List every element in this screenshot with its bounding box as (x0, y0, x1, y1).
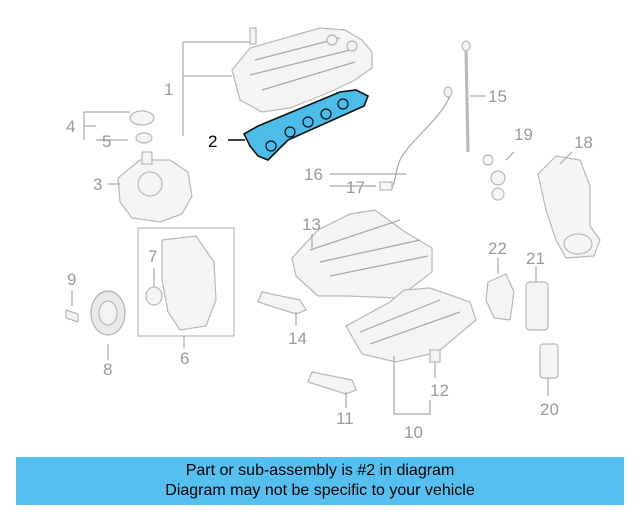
callout-11: 11 (336, 409, 354, 428)
valve-cover-gasket (242, 89, 370, 161)
valve-cover (231, 27, 373, 113)
callout-6: 6 (180, 349, 189, 368)
callout-4: 4 (66, 117, 75, 136)
oil-pan (345, 287, 477, 363)
crankshaft-pulley (65, 290, 126, 336)
oil-filter-housing (482, 154, 601, 259)
callout-13: 13 (302, 215, 321, 234)
cylinder-block (291, 209, 433, 299)
sealant-tubes (257, 291, 357, 395)
callout-7: 7 (148, 247, 157, 266)
callout-17: 17 (346, 178, 365, 197)
callout-2: 2 (208, 132, 217, 151)
callout-3: 3 (93, 175, 102, 194)
callout-14: 14 (288, 329, 307, 348)
front-cover-group (137, 227, 235, 337)
parts-diagram: 1 2 3 4 5 6 7 8 9 10 11 12 13 14 15 16 1… (65, 27, 601, 442)
oil-filler-cap (129, 110, 155, 144)
callout-16: 16 (304, 165, 323, 184)
callout-9: 9 (67, 270, 76, 289)
oil-filters (485, 273, 559, 379)
drain-plug (429, 349, 441, 363)
callout-18: 18 (574, 133, 593, 152)
callout-21: 21 (526, 249, 545, 268)
callout-15: 15 (488, 87, 507, 106)
callout-20: 20 (540, 400, 559, 419)
callout-19: 19 (514, 125, 533, 144)
callout-10: 10 (404, 423, 423, 442)
callout-12: 12 (430, 381, 449, 400)
callout-5: 5 (102, 132, 111, 151)
info-banner: Part or sub-assembly is #2 in diagram Di… (16, 457, 624, 505)
banner-line-2: Diagram may not be specific to your vehi… (165, 482, 475, 499)
callout-22: 22 (488, 239, 507, 258)
callout-8: 8 (103, 360, 112, 379)
callout-1: 1 (164, 80, 173, 99)
dipstick (379, 40, 471, 191)
timing-cover (117, 151, 193, 223)
banner-line-1: Part or sub-assembly is #2 in diagram (185, 462, 455, 479)
leader-lines (71, 41, 573, 415)
